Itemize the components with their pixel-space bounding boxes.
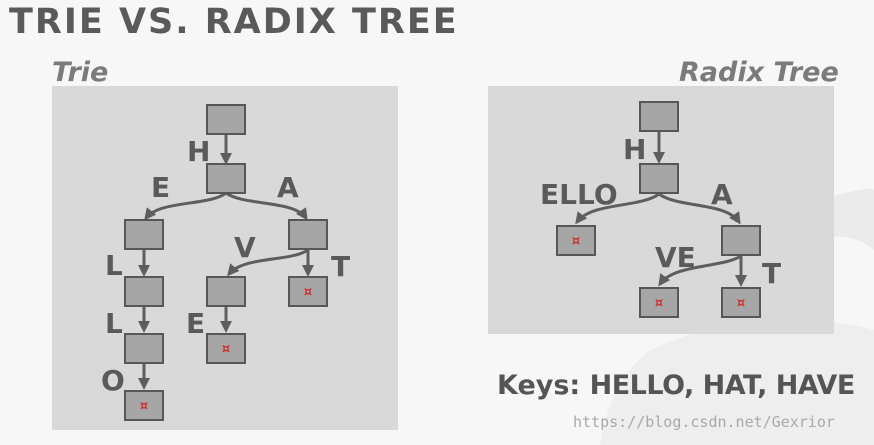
radix-label-ello: ELLO	[540, 178, 618, 211]
trie-leaf-hat-icon: ¤	[304, 285, 312, 300]
radix-label-a: A	[711, 178, 733, 211]
trie-node-h	[206, 163, 246, 194]
trie-root-node	[206, 104, 246, 135]
keys-line: Keys: HELLO, HAT, HAVE	[497, 370, 855, 401]
radix-diagram: ¤ ¤ ¤ H ELLO A VE T	[540, 101, 781, 318]
trie-label-a: A	[277, 171, 299, 204]
trie-node-ha	[288, 219, 328, 250]
trie-leaf-hello	[124, 390, 164, 421]
trie-label-t: T	[331, 250, 350, 283]
keys-label: Keys:	[497, 370, 581, 401]
radix-label-t: T	[762, 257, 781, 290]
trie-edge-e	[144, 191, 227, 221]
radix-edge-ve	[658, 254, 742, 287]
slide-title: TRIE VS. RADIX TREE	[9, 2, 459, 42]
trie-node-he	[124, 219, 164, 250]
trie-label-l2: L	[105, 307, 123, 340]
radix-leaf-hello	[556, 225, 596, 256]
trie-edge-a	[225, 191, 308, 221]
trie-leaf-have	[206, 333, 246, 364]
radix-leaf-have-icon: ¤	[655, 296, 663, 311]
radix-node-ha	[721, 225, 761, 256]
watermark-url: https://blog.csdn.net/Gexrior	[573, 413, 835, 431]
radix-leaf-have	[639, 287, 679, 318]
trie-label-l1: L	[105, 249, 123, 282]
trie-leaf-hat	[288, 276, 328, 307]
trie-label-o: O	[101, 364, 125, 397]
radix-node-h	[639, 163, 679, 194]
trie-node-hel	[124, 276, 164, 307]
radix-leaf-hat-icon: ¤	[737, 296, 745, 311]
radix-edge-a	[658, 192, 741, 225]
keys-values: HELLO, HAT, HAVE	[589, 370, 856, 401]
trie-leaf-hello-icon: ¤	[140, 399, 148, 414]
trie-label-v: V	[234, 231, 256, 264]
radix-label-ve: VE	[655, 241, 696, 274]
trie-heading: Trie	[52, 57, 109, 88]
radix-label-h: H	[623, 133, 646, 166]
radix-leaf-hat	[721, 287, 761, 318]
trie-node-hav	[206, 276, 246, 307]
radix-heading: Radix Tree	[679, 57, 839, 88]
trie-label-e: E	[151, 171, 170, 204]
radix-leaf-hello-icon: ¤	[572, 234, 580, 249]
trie-label-e2: E	[186, 307, 205, 340]
trie-label-h: H	[187, 135, 210, 168]
radix-edge-ello	[575, 192, 660, 225]
trie-diagram: ¤ ¤ ¤ H E A L V T L E O	[101, 104, 350, 421]
trie-edge-v	[227, 248, 309, 277]
trie-leaf-have-icon: ¤	[222, 342, 230, 357]
radix-root-node	[639, 101, 679, 132]
trie-node-hell	[124, 333, 164, 364]
